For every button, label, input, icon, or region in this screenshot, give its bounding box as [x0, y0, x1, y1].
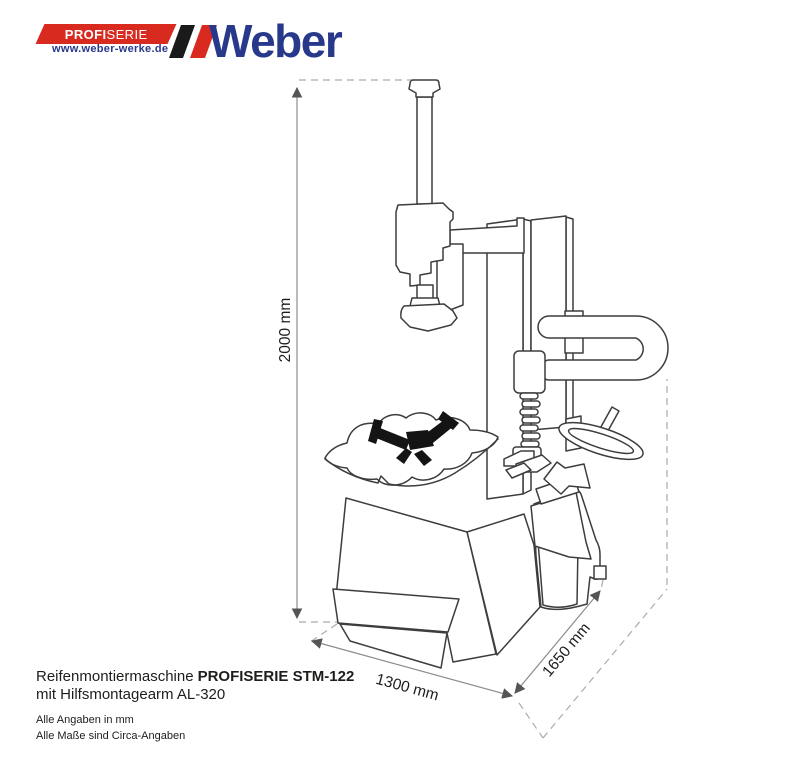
extension-width-left [306, 623, 338, 645]
pedal-plate [332, 588, 460, 633]
note-circa: Alle Maße sind Circa-Angaben [36, 730, 186, 742]
helper-clamp-block [513, 350, 546, 394]
tire-changer-drawing [324, 79, 669, 669]
width-dimension-label: 1300 mm [374, 671, 441, 705]
mount-demount-tool [400, 303, 458, 332]
bead-press-tools [503, 450, 552, 479]
threaded-spring-rod [519, 392, 541, 448]
machine-type-text: Reifenmontiermaschine [36, 668, 194, 685]
tower-front-face [486, 218, 524, 500]
tool-stem [416, 284, 434, 300]
vertical-pole [416, 96, 433, 205]
clamp-jaws [368, 411, 459, 466]
extension-corner [518, 702, 544, 739]
weber-url-text: www.weber-werke.de [52, 43, 169, 55]
pole-cap [408, 79, 441, 98]
extension-depth-top [600, 579, 604, 591]
height-dimension-label: 2000 mm [277, 298, 294, 363]
caption-line2: mit Hilfsmontagearm AL-320 [36, 686, 226, 703]
weber-logo: PROFISERIE www.weber-werke.de Weber [0, 0, 420, 70]
caption-notes: Alle Angaben in mm Alle Maße sind Circa-… [36, 712, 354, 744]
housing-foot [593, 565, 607, 580]
support-plate [558, 421, 644, 461]
bead-breaker-blade [543, 461, 591, 495]
width-dimension-line [310, 638, 514, 699]
extension-depth [542, 588, 668, 739]
turntable-rim [324, 438, 499, 487]
model-name-text: PROFISERIE STM-122 [197, 668, 355, 685]
depth-dimension-label: 1650 mm [539, 620, 594, 680]
weber-wordmark: Weber [209, 15, 343, 67]
depth-dimension-line [514, 590, 601, 694]
note-units: Alle Angaben in mm [36, 714, 134, 726]
mounting-head-casting [395, 202, 454, 287]
